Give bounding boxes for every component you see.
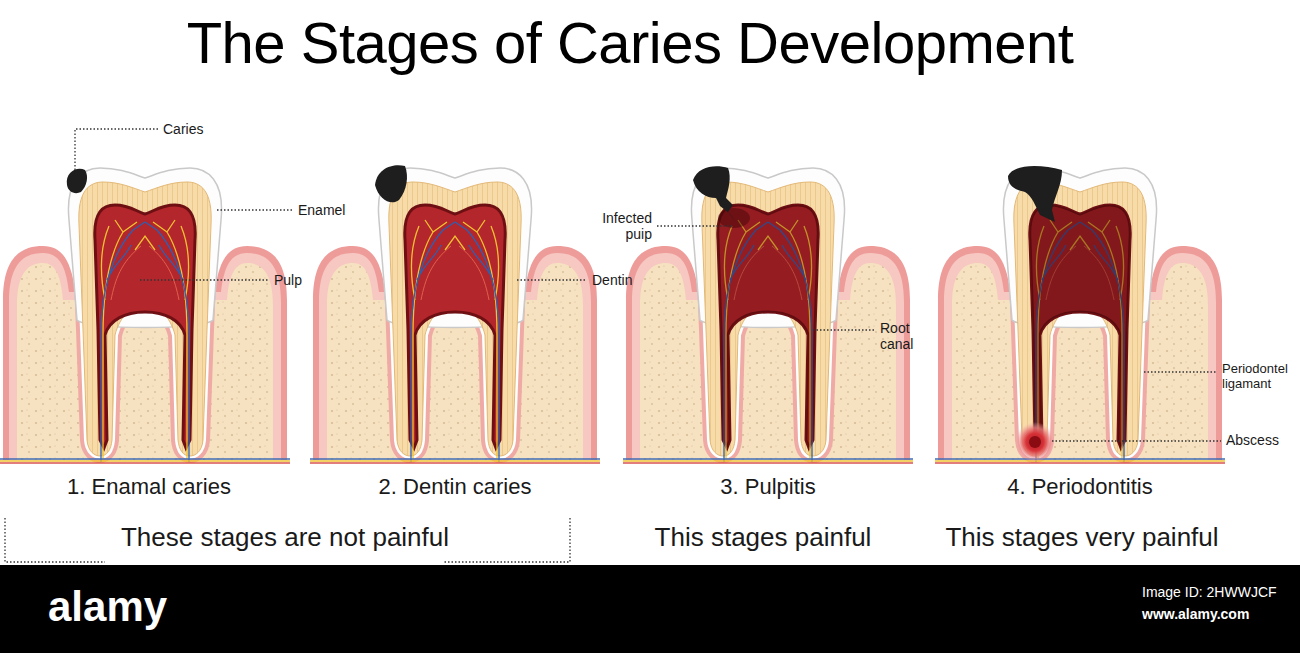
caries-cavity — [1008, 166, 1130, 462]
tooth-stage-1 — [0, 168, 290, 463]
bracket — [5, 518, 570, 562]
callout-label: Root canal — [880, 320, 924, 352]
callout-label: Caries — [163, 121, 203, 138]
callout-label: Periodontel ligamant — [1222, 362, 1294, 392]
callout-label: Pulp — [274, 272, 302, 289]
stage-label: 3. Pulpitis — [623, 474, 913, 500]
watermark-logo: alamy — [48, 582, 167, 632]
caries-spot — [375, 165, 407, 202]
stage-label: 4. Periodontitis — [935, 474, 1225, 500]
callout-label: Enamel — [298, 202, 345, 219]
tooth-stage-2 — [310, 168, 600, 463]
abscess-core — [1029, 436, 1041, 448]
watermark-id: Image ID: 2HWWJCF — [1142, 584, 1277, 601]
pain-note: These stages are not painful — [45, 522, 525, 553]
callout-label: Dentin — [592, 272, 632, 289]
callout-label: Abscess — [1226, 432, 1279, 449]
callout-label: Infected puip — [594, 210, 652, 242]
pain-note: This stages painful — [613, 522, 913, 553]
stage-label: 2. Dentin caries — [310, 474, 600, 500]
diagram-title: The Stages of Caries Development — [0, 10, 1260, 77]
watermark-url: www.alamy.com — [1142, 606, 1249, 623]
caries-cavity — [693, 166, 818, 448]
watermark-bar — [0, 565, 1300, 653]
leader-lines — [75, 129, 1221, 441]
stage-label: 1. Enamal caries — [4, 474, 294, 500]
tooth-stage-4 — [935, 168, 1225, 463]
abscess — [1015, 422, 1055, 462]
caries-spot — [67, 169, 87, 193]
pain-note: This stages very painful — [912, 522, 1252, 553]
tooth-stage-3 — [623, 168, 913, 463]
